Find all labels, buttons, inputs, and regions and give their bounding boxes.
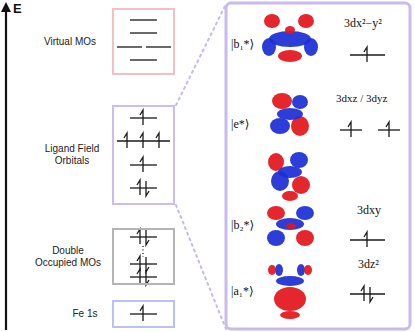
orbital-lobe [262,38,276,56]
orbital-lobe [267,206,285,220]
orbital-lobe [292,95,308,109]
axis-label: E [13,1,22,16]
orbital-lobe [264,14,280,28]
energy-level [130,276,157,277]
orbital-lobe [268,265,276,275]
spin-arrow [364,232,367,247]
orbital-lobe [304,265,312,275]
spin-arrow [370,287,373,302]
energy-level [130,32,157,33]
orbital-group-box: Fe 1s [112,300,175,328]
orbital-group-box: Virtual MOs [112,8,175,75]
orbital-label: 3dz² [358,257,379,272]
group-label: Ligand Field Orbitals [39,143,105,167]
orbital-lobe [277,108,303,120]
orbital-lobe [270,118,290,134]
spin-arrow [156,133,159,148]
orbital-lobe [275,264,283,276]
energy-level [130,59,157,60]
zoom-lines [176,4,226,329]
orbital-lobe [290,152,308,168]
orbital-label: 3dx²−y² [344,16,382,31]
energy-level [117,46,142,47]
spin-arrow [124,133,127,148]
orbital-lobe [296,206,314,220]
ellipsis-dots [142,246,143,257]
orbital-lobe [272,93,292,109]
state-label: |b₂*⟩ [231,218,254,233]
orbital-group-box: Ligand Field Orbitals [112,105,175,205]
orbital-lobe [286,223,296,229]
orbital-lobe [278,50,302,62]
energy-level [146,46,171,47]
orbital-isosurfaces [262,14,318,319]
orbital-lobe [304,38,318,56]
orbital-group-box: Double Occupied MOs [112,228,175,285]
group-label: Fe 1s [65,308,105,320]
energy-level [130,236,157,237]
spin-arrow [364,47,367,62]
spin-arrow [140,110,143,125]
orbital-label: 3dxz / 3dyz [336,92,387,104]
state-label: |e*⟩ [231,117,249,132]
orbital-lobe [292,176,310,194]
energy-level [350,293,385,294]
spin-arrow [137,229,140,244]
energy-axis [1,2,11,330]
spin-arrow [146,270,149,285]
spin-arrow [137,180,140,195]
group-label: Virtual MOs [35,36,105,48]
energy-level [130,187,157,188]
zoom-panel [226,3,410,329]
orbital-lobe [297,264,305,276]
spin-arrow [140,157,143,172]
energy-levels [117,20,400,321]
spin-arrow [361,286,364,301]
spin-arrow [146,230,149,245]
orbital-label: 3dxy [357,203,381,218]
orbital-lobe [276,218,304,230]
spin-arrow [348,122,351,137]
group-label: Double Occupied MOs [31,245,105,269]
orbital-lobe [276,276,304,286]
orbital-lobe [282,191,298,201]
orbital-lobe [280,311,300,319]
energy-level [130,19,157,20]
orbital-lobe [298,14,314,28]
orbital-lobe [267,230,285,246]
orbital-lobe [285,26,295,34]
spin-arrow [146,181,149,196]
spin-arrow [146,257,149,272]
spin-arrow [386,122,389,137]
orbital-lobe [278,166,302,178]
state-label: |b₁*⟩ [231,37,254,52]
orbital-lobe [296,230,314,246]
spin-arrow [137,269,140,284]
orbital-lobe [274,287,306,311]
spin-arrow [140,133,143,148]
state-label: |a₁*⟩ [231,284,254,299]
spin-arrow [140,306,143,321]
energy-level [130,263,157,264]
